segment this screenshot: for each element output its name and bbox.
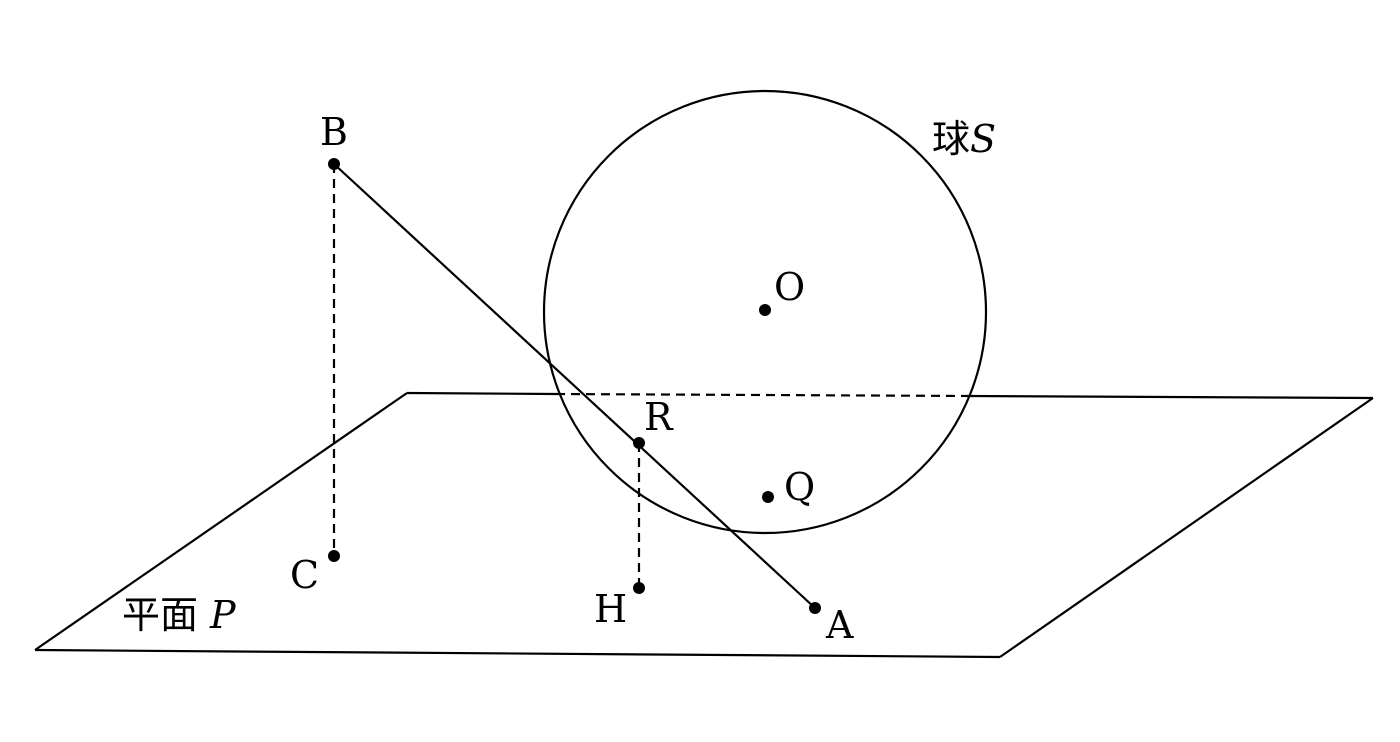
label-plane-symbol: P (209, 593, 237, 637)
point-q (762, 491, 774, 503)
label-sphere-symbol: S (970, 117, 996, 161)
sphere-s-outline (542, 89, 988, 535)
plane-back-edge-right (969, 394, 1374, 400)
label-sphere-kanji: 球 (932, 117, 970, 161)
segment-ba (333, 163, 816, 609)
point-c (328, 550, 340, 562)
plane-left-edge (34, 392, 408, 651)
plane-back-edge-left (406, 391, 557, 396)
label-b: B (320, 110, 348, 154)
point-a (809, 602, 821, 614)
label-r: R (644, 395, 674, 439)
label-c: C (290, 553, 319, 597)
plane-front-edge (34, 648, 1001, 659)
point-r (633, 437, 645, 449)
plane-back-edge-hidden (555, 392, 971, 398)
label-plane-kanji: 平面 (122, 593, 198, 637)
label-sphere: 球S (932, 117, 996, 161)
point-h (633, 582, 645, 594)
point-o (759, 304, 771, 316)
plane-right-edge (999, 397, 1374, 658)
label-q: Q (784, 465, 815, 509)
plane-p (34, 391, 1374, 659)
label-a: A (825, 603, 854, 647)
label-h: H (594, 587, 627, 631)
label-o: O (774, 265, 805, 309)
point-b (328, 158, 340, 170)
